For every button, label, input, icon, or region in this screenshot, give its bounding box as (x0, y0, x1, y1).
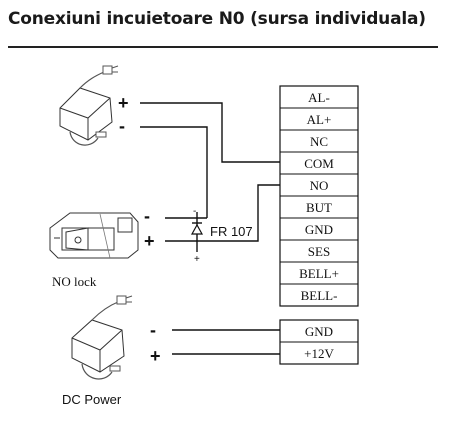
diode-minus: - (193, 206, 196, 217)
terminal-ses: SES (308, 244, 330, 259)
terminal-no: NO (310, 178, 329, 193)
diode-plus: + (194, 254, 200, 265)
no-lock-label: NO lock (52, 274, 97, 289)
terminal-al: AL+ (307, 112, 332, 127)
power-terminal-block: GND +12V (279, 319, 359, 365)
diode-icon: - + (190, 206, 204, 265)
terminal-nc: NC (310, 134, 328, 149)
dc-power-label: DC Power (62, 392, 122, 407)
terminal-com: COM (304, 156, 334, 171)
dc-power-adapter-icon (71, 295, 133, 380)
terminal-block: AL- AL+ NC COM NO BUT GND SES BELL+ BELL- (279, 85, 359, 307)
lock-minus: - (144, 206, 150, 226)
terminal-bell: BELL+ (299, 266, 339, 281)
power-terminal-12v: +12V (304, 346, 334, 361)
dc-minus: - (150, 320, 156, 340)
door-lock-icon (49, 212, 139, 259)
power-terminal-gnd: GND (305, 324, 333, 339)
terminal-but: BUT (306, 200, 332, 215)
dc-plus: + (150, 346, 161, 366)
title-divider (8, 46, 438, 48)
page-title: Conexiuni incuietoare N0 (sursa individu… (8, 9, 426, 29)
diode-label: FR 107 (210, 224, 253, 239)
terminal-bell: BELL- (301, 288, 338, 303)
terminal-al: AL- (308, 90, 330, 105)
adapter-plus: + (118, 93, 129, 113)
wires (140, 102, 280, 355)
terminal-gnd: GND (305, 222, 333, 237)
power-adapter-icon (59, 65, 119, 146)
lock-plus: + (144, 231, 155, 251)
adapter-minus: - (119, 116, 125, 136)
